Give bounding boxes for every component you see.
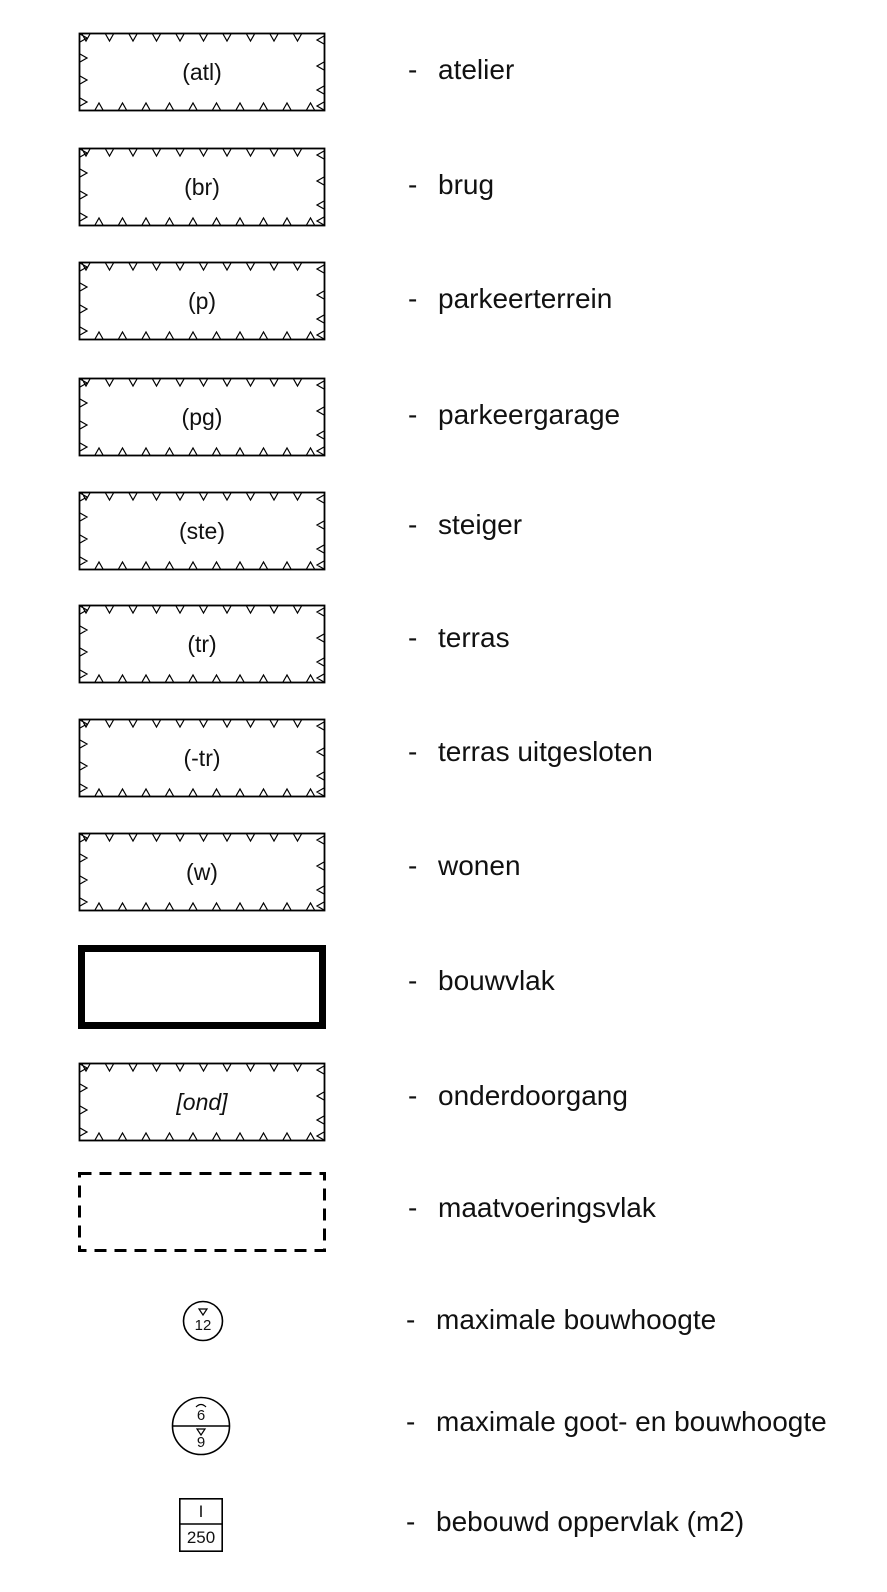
building-height-value: 9 <box>196 1434 206 1451</box>
built-area-symbol: I 250 <box>179 1498 224 1553</box>
legend-description: -terras uitgesloten <box>408 736 653 767</box>
zone-code-label: (w) <box>186 858 218 885</box>
legend-description: -wonen <box>408 850 521 881</box>
dimension-plane-symbol <box>78 1172 326 1252</box>
zone-code-label: (-tr) <box>183 744 221 771</box>
max-height-symbol: 12 <box>182 1300 224 1342</box>
zone-code-label: (atl) <box>182 58 222 85</box>
zone-symbol-brug: (br) <box>78 147 326 227</box>
hatch-ticks <box>79 378 325 456</box>
legend-description: -maximale goot- en bouwhoogte <box>406 1406 827 1437</box>
zone-symbol-terras-uitgesloten: (-tr) <box>78 718 326 798</box>
legend-description: -bebouwd oppervlak (m2) <box>406 1506 745 1537</box>
zone-code-label: (pg) <box>181 403 223 430</box>
height-circle-icon <box>182 1300 224 1342</box>
legend-description: -steiger <box>408 509 523 540</box>
zone-symbol-parkeergarage: (pg) <box>78 377 326 457</box>
hatched-zone-outline <box>78 32 326 112</box>
built-area-value: 250 <box>186 1528 216 1547</box>
legend-description: -brug <box>408 169 495 200</box>
hatched-zone-outline <box>78 718 326 798</box>
zone-code-label: (br) <box>184 173 220 200</box>
gutter-and-height-symbol: 6 9 <box>171 1396 231 1456</box>
hatch-ticks <box>79 33 325 111</box>
legend-description: -onderdoorgang <box>408 1080 628 1111</box>
legend-description: -bouwvlak <box>408 965 555 996</box>
hatch-ticks <box>79 1063 325 1141</box>
zone-symbol-terras: (tr) <box>78 604 326 684</box>
zone-code-label: [ond] <box>176 1088 228 1115</box>
hatched-zone-outline <box>78 604 326 684</box>
legend-description: -parkeergarage <box>408 399 621 430</box>
hatch-ticks <box>79 605 325 683</box>
hatch-ticks <box>79 262 325 340</box>
building-count-value: I <box>198 1502 204 1521</box>
zone-symbol-steiger: (ste) <box>78 491 326 571</box>
zone-code-label: (p) <box>187 287 217 314</box>
thick-outline-rect <box>78 945 326 1029</box>
hatched-zone-outline <box>78 491 326 571</box>
built-area-box-icon <box>179 1498 224 1553</box>
dashed-outline-rect <box>78 1172 326 1252</box>
legend-description: -maatvoeringsvlak <box>408 1192 656 1223</box>
zone-code-label: (tr) <box>187 630 217 657</box>
hatched-zone-outline <box>78 1062 326 1142</box>
zone-symbol-onderdoorgang: [ond] <box>78 1062 326 1142</box>
hatch-ticks <box>79 148 325 226</box>
legend-description: -atelier <box>408 54 515 85</box>
gutter-height-value: 6 <box>196 1407 206 1424</box>
legend-description: -terras <box>408 622 510 653</box>
hatched-zone-outline <box>78 147 326 227</box>
zone-code-label: (ste) <box>179 517 225 544</box>
hatched-zone-outline <box>78 832 326 912</box>
zone-symbol-atelier: (atl) <box>78 32 326 112</box>
hatched-zone-outline <box>78 377 326 457</box>
hatch-ticks <box>79 719 325 797</box>
split-circle-icon <box>171 1396 231 1456</box>
building-plane-symbol <box>78 945 326 1029</box>
hatched-zone-outline <box>78 261 326 341</box>
hatch-ticks <box>79 492 325 570</box>
hatch-ticks <box>79 833 325 911</box>
max-height-value: 12 <box>194 1317 212 1334</box>
legend-description: -parkeerterrein <box>408 283 613 314</box>
zone-symbol-parkeerterrein: (p) <box>78 261 326 341</box>
zone-symbol-wonen: (w) <box>78 832 326 912</box>
legend-description: -maximale bouwhoogte <box>406 1304 717 1335</box>
